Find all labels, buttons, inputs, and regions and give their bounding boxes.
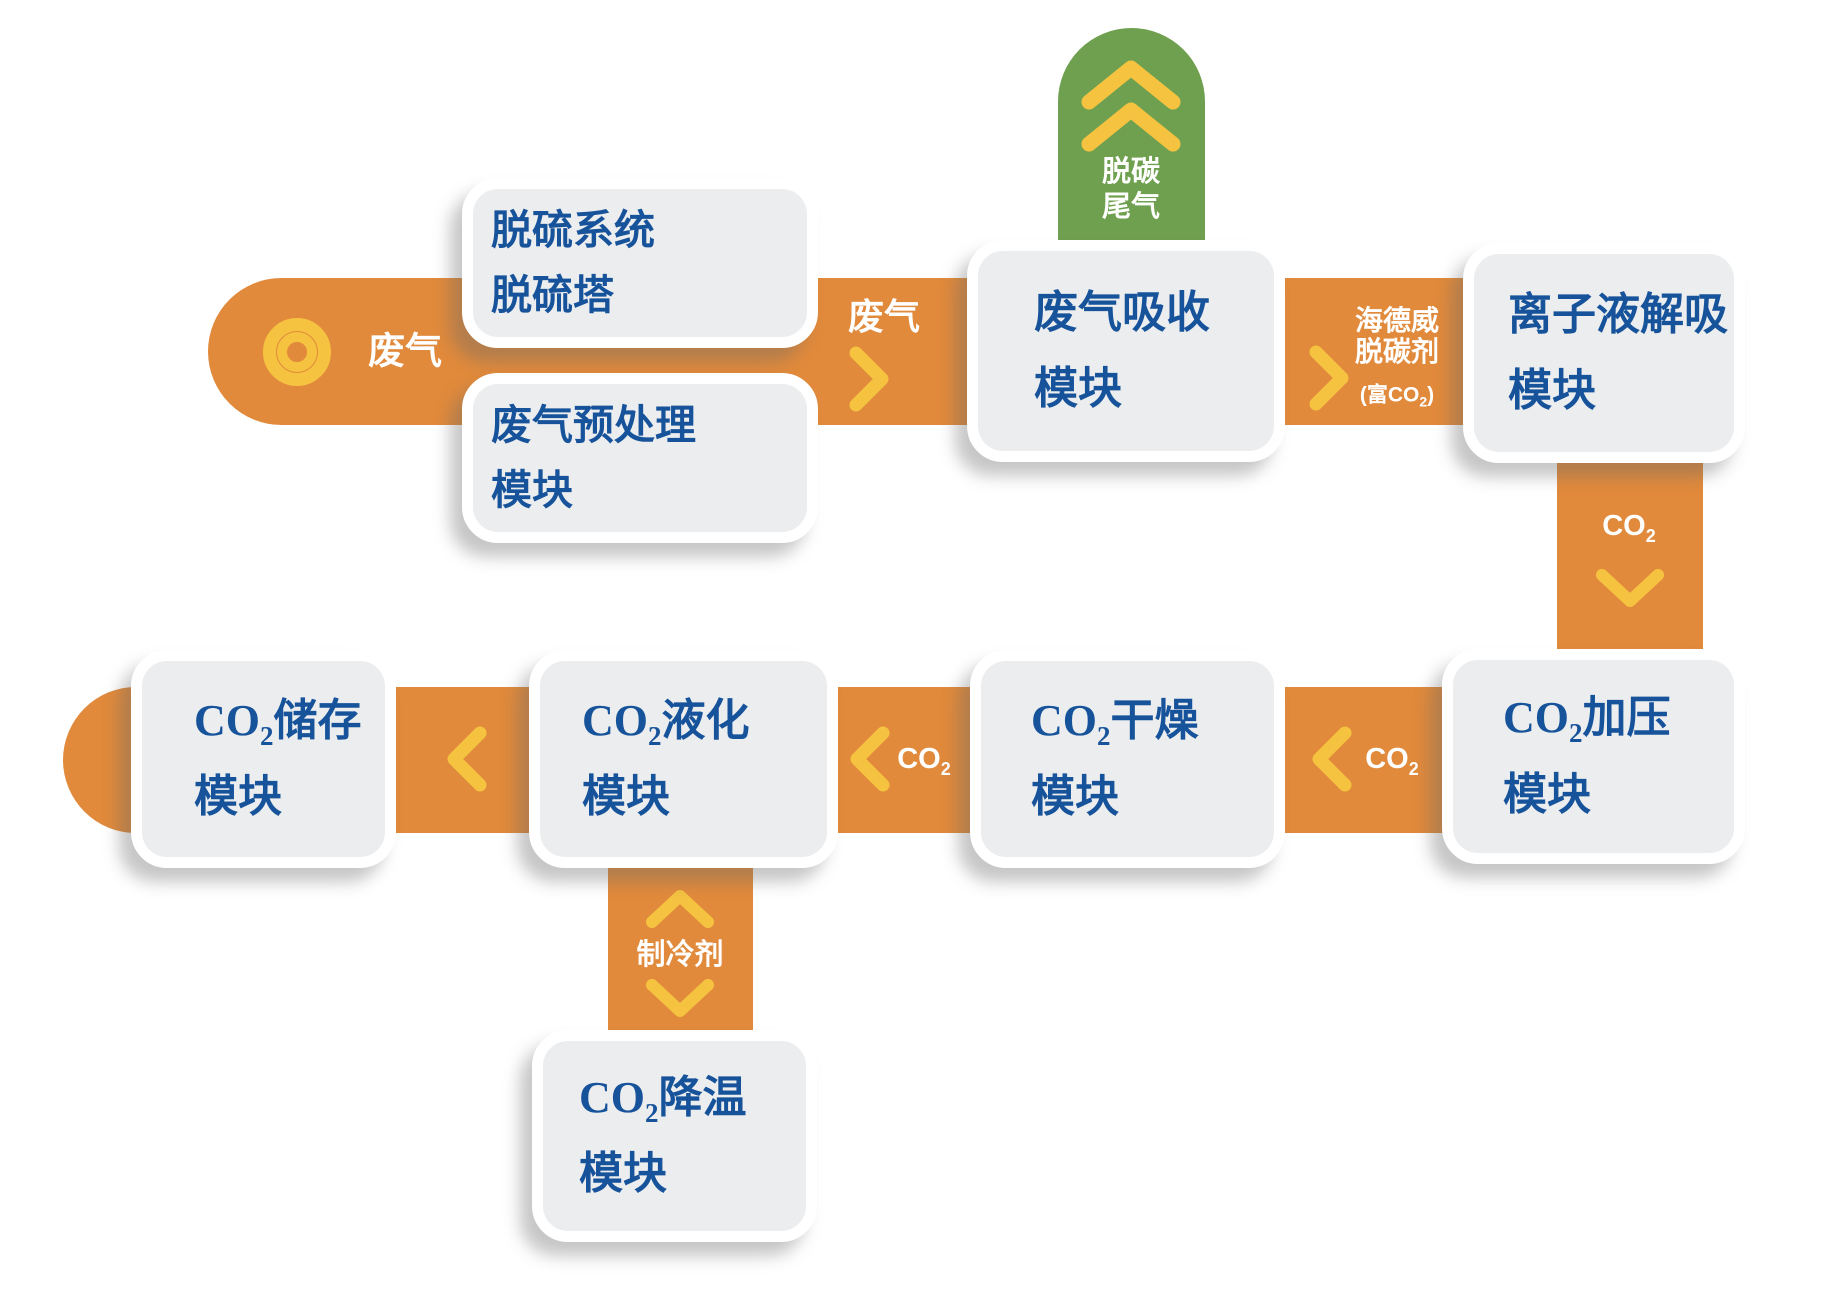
absorbent-label: 海德威 脱碳剂 (1355, 305, 1439, 367)
node-storage-module: CO2储存 模块 (131, 650, 396, 868)
chevron-right-icon (847, 344, 891, 414)
node-pretreatment-module: 废气预处理 模块 (462, 373, 818, 543)
node-title-line1: CO2降温 (579, 1072, 747, 1128)
tailgas-line1: 脱碳 (1101, 156, 1161, 188)
absorbent-line2: 脱碳剂 (1354, 336, 1440, 367)
flow-bar-top (208, 278, 1558, 425)
chevron-left-icon (445, 724, 489, 794)
chevron-down-icon (644, 977, 716, 1019)
chevron-right-icon (1307, 343, 1351, 413)
tailgas-line2: 尾气 (1101, 191, 1161, 223)
node-title-line2: 模块 (1034, 364, 1122, 413)
absorbent-note: (富CO2) (1359, 383, 1435, 410)
node-title-line2: 模块 (1503, 769, 1591, 819)
node-title-line1: CO2干燥 (1031, 695, 1199, 751)
chevron-up-icon (1079, 56, 1183, 112)
node-cooling-module: CO2降温 模块 (532, 1030, 817, 1242)
node-absorption-module: 废气吸收 模块 (967, 240, 1285, 462)
node-title-line1: 废气预处理 (491, 401, 696, 448)
co2-down-label: CO2 (1602, 510, 1656, 546)
node-title-line2: 模块 (491, 467, 573, 513)
source-gas-label: 废气 (368, 330, 442, 372)
chevron-left-icon (1310, 724, 1354, 794)
tailgas-label: 脱碳 尾气 (1102, 155, 1160, 225)
co2-to-liquefaction-label: CO2 (897, 743, 951, 779)
node-liquefaction-module: CO2液化 模块 (529, 650, 838, 868)
node-title-line1: 废气吸收 (1034, 287, 1210, 337)
concentric-circles-icon (277, 332, 317, 372)
node-title-line1: CO2储存 (194, 695, 362, 751)
refrigerant-label: 制冷剂 (636, 939, 724, 972)
node-title-line1: 离子液解吸 (1508, 289, 1728, 339)
node-title-line2: 模块 (1031, 772, 1119, 821)
chevron-up-icon (644, 888, 716, 930)
node-title-line1: CO2液化 (582, 695, 750, 751)
node-pressurization-module: CO2加压 模块 (1442, 649, 1745, 864)
absorbent-line1: 海德威 (1354, 305, 1440, 336)
node-drying-module: CO2干燥 模块 (970, 650, 1285, 868)
feed-gas-label: 废气 (847, 296, 921, 338)
node-title-line1: CO2加压 (1503, 693, 1671, 749)
node-title-line1: 脱硫系统 (491, 206, 655, 253)
node-title-line2: 模块 (194, 772, 282, 821)
node-title-line2: 模块 (582, 772, 670, 821)
chevron-left-icon (848, 724, 892, 794)
node-desorption-module: 离子液解吸 模块 (1463, 243, 1745, 463)
chevron-down-icon (1594, 567, 1666, 609)
co2-to-drying-label: CO2 (1365, 743, 1419, 779)
node-title-line2: 模块 (579, 1149, 667, 1198)
node-title-line2: 模块 (1508, 366, 1596, 415)
node-desulfurization-tower: 脱硫系统 脱硫塔 (462, 178, 818, 348)
node-title-line2: 脱硫塔 (491, 272, 614, 318)
chevron-up-icon (1079, 98, 1183, 154)
